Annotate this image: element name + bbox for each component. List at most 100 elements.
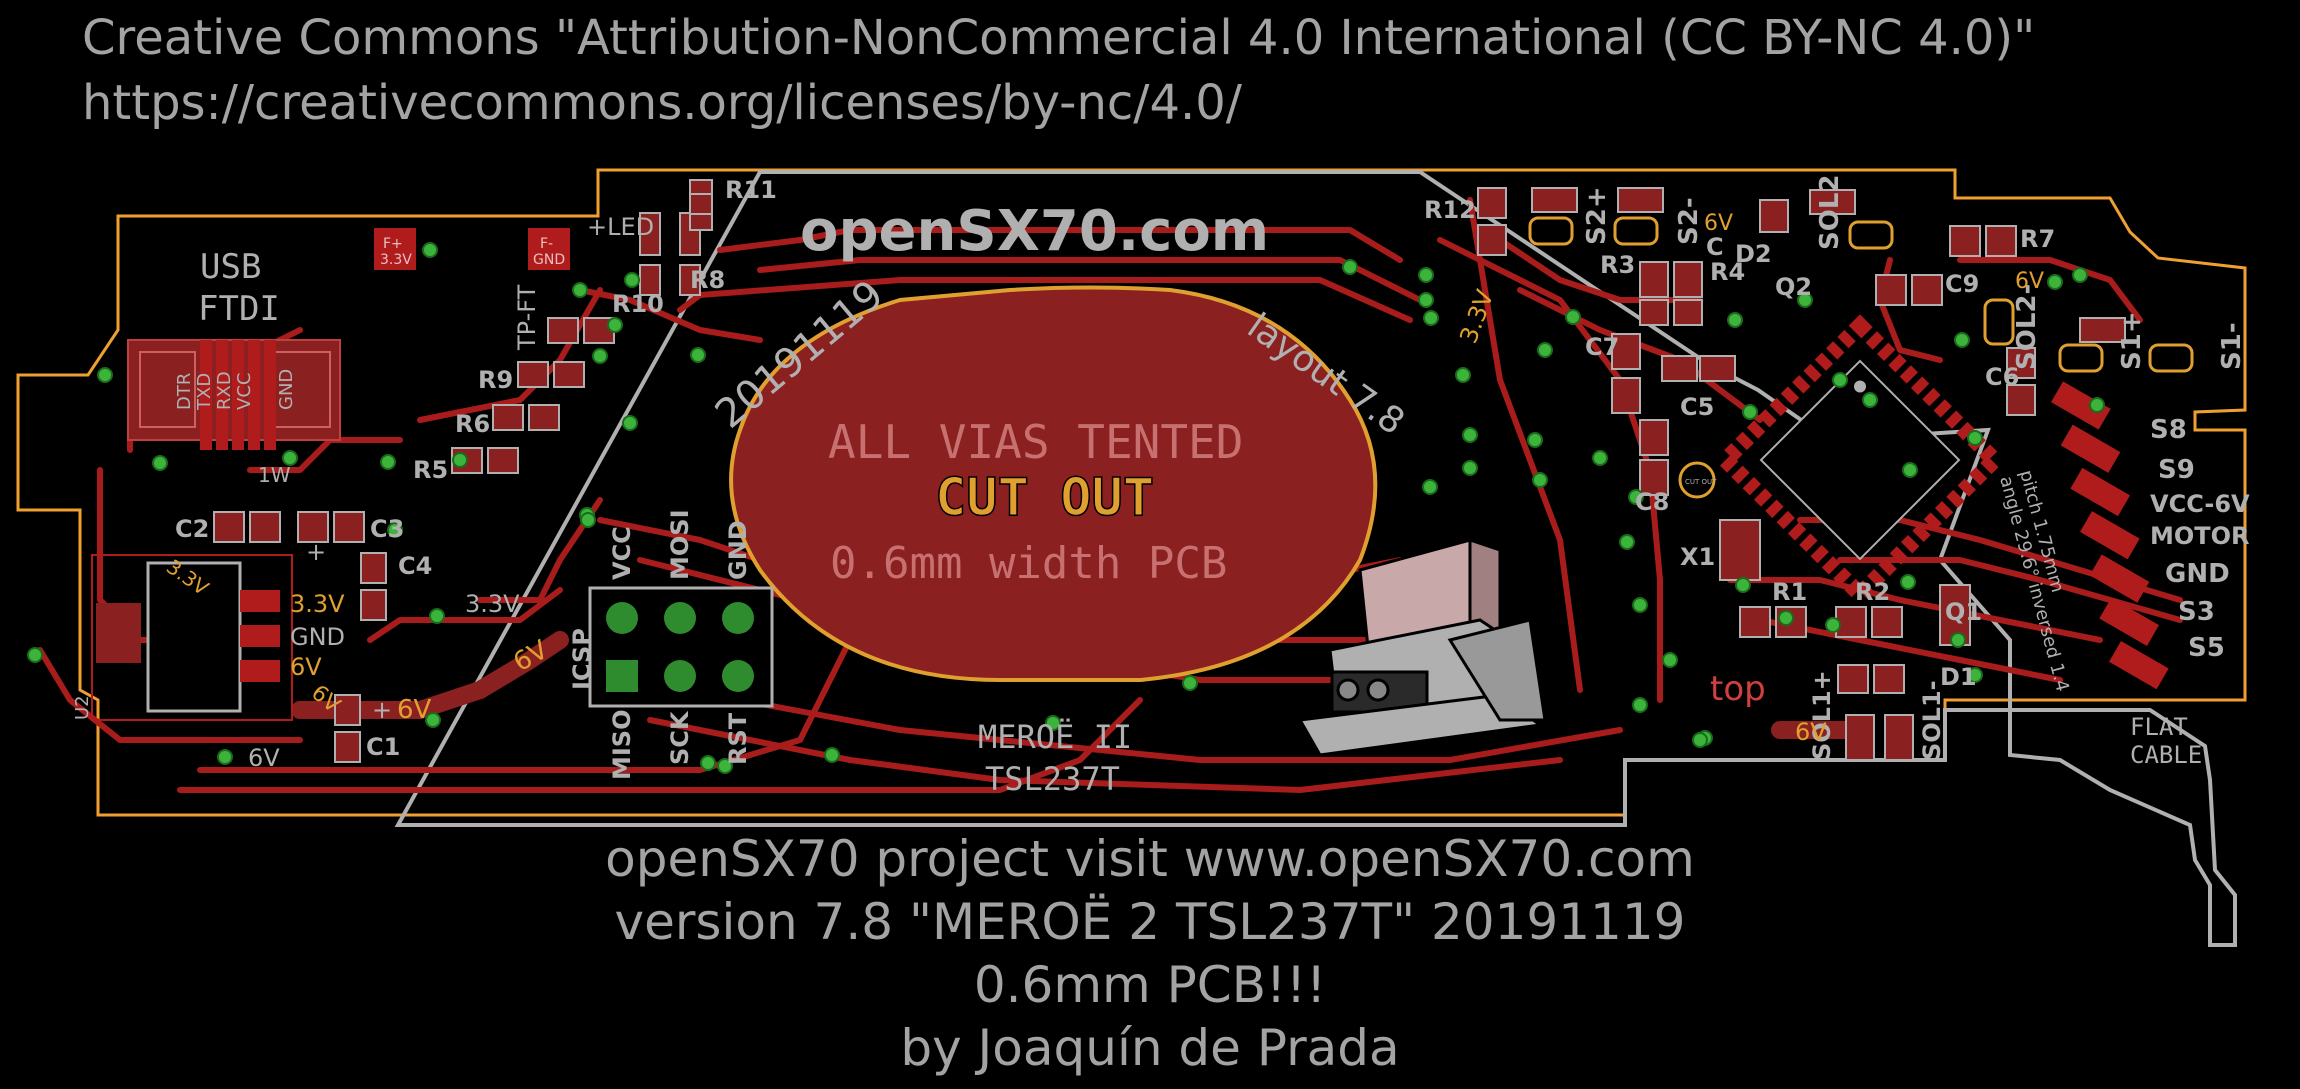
- designator-q1: Q1: [1945, 598, 1982, 626]
- license-url: https://creativecommons.org/licenses/by-…: [82, 75, 1242, 131]
- usb-pin-gnd: GND: [276, 369, 297, 410]
- designator-x1: X1: [1680, 543, 1715, 571]
- regulator-u2: [91, 554, 293, 721]
- designator-r1: R1: [1772, 578, 1807, 606]
- s2-minus-label: S2-: [1674, 197, 1704, 245]
- pad-motor-label: MOTOR: [2150, 522, 2250, 550]
- usb-connector: [127, 339, 341, 450]
- sol1-minus-label: SOL1-: [1918, 680, 1946, 760]
- plus-label-c3: +: [306, 538, 326, 566]
- component-designators: C2 C3 C4 C1 R5 R6 R9 R10 R8 R11 R12 R3 R…: [175, 176, 2055, 761]
- designator-r11: R11: [725, 176, 777, 204]
- s1-plus-label: S1+: [2117, 311, 2147, 370]
- label-3v3-right: 3.3V: [465, 590, 520, 618]
- pad-gnd-right-label: GND: [2165, 559, 2230, 589]
- sol2-label: SOL2: [1815, 175, 1845, 251]
- pad-s8-label: S8: [2150, 415, 2187, 445]
- label-6v-sol: 6V: [1795, 718, 1827, 746]
- usb-pin-labels: DTR TXD RXD VCC GND: [174, 369, 297, 411]
- sol1-plus-label: SOL1+: [1808, 670, 1836, 760]
- cut-out-label: CUT OUT: [935, 468, 1154, 528]
- label-6v-right: 6V: [1704, 211, 1733, 236]
- ic-u2-label: U2: [72, 695, 93, 720]
- designator-r10: R10: [612, 290, 664, 318]
- f-plus-value: 3.3V: [380, 252, 412, 268]
- s1-minus-label: S1-: [2217, 322, 2247, 370]
- designator-r2: R2: [1855, 578, 1890, 606]
- top-label: top: [1710, 669, 1766, 709]
- s2-plus-label: S2+: [1582, 186, 1612, 245]
- designator-d2: D2: [1735, 240, 1772, 268]
- smd-footprints: [213, 179, 2126, 763]
- brand-label: openSX70.com: [800, 199, 1269, 264]
- designator-c4: C4: [398, 552, 432, 580]
- right-connector-pads: [2051, 381, 2169, 690]
- credits-author: by Joaquín de Prada: [900, 1019, 1400, 1077]
- usb-label: USB: [200, 247, 261, 287]
- designator-r12: R12: [1424, 196, 1476, 224]
- designator-r9: R9: [478, 366, 513, 394]
- tp-ft-label: TP-FT: [513, 284, 541, 351]
- ftdi-label: FTDI: [198, 289, 280, 329]
- credits-project: openSX70 project visit www.openSX70.com: [605, 830, 1695, 888]
- icsp-rst: RST: [724, 712, 752, 765]
- designator-c5: C5: [1680, 393, 1714, 421]
- credits-pcb-note: 0.6mm PCB!!!: [973, 956, 1327, 1014]
- icsp-sck: SCK: [666, 710, 694, 765]
- designator-c1: C1: [366, 733, 400, 761]
- designator-r6: R6: [455, 410, 490, 438]
- copper-thick-6v: [291, 631, 1859, 739]
- designator-r5: R5: [413, 456, 448, 484]
- one-w-label: 1W: [258, 463, 291, 487]
- designator-c8: C8: [1635, 488, 1669, 516]
- pad-s3-label: S3: [2178, 597, 2215, 627]
- flat-cable-label-1: FLAT: [2130, 713, 2188, 741]
- icsp-vcc: VCC: [608, 526, 636, 580]
- led-plus-label: +LED: [587, 213, 654, 241]
- flat-cable-label-2: CABLE: [2130, 741, 2202, 769]
- icsp-miso: MISO: [608, 710, 636, 781]
- label-6v-bottom: 6V: [248, 744, 280, 772]
- label-6v-c9: 6V: [2015, 269, 2044, 294]
- vias: [27, 232, 2105, 774]
- icsp-gnd: GND: [724, 520, 752, 580]
- designator-r7: R7: [2020, 225, 2055, 253]
- license-title: Creative Commons "Attribution-NonCommerc…: [82, 10, 2036, 66]
- credits-version: version 7.8 "MEROË 2 TSL237T" 20191119: [614, 893, 1686, 951]
- sol2-minus-label: SOL2-: [2012, 284, 2042, 370]
- designator-r3: R3: [1600, 251, 1635, 279]
- f-minus-label: F-: [540, 236, 553, 252]
- pad-vcc6v-label: VCC-6V: [2150, 490, 2250, 518]
- designator-c: C: [1706, 233, 1724, 261]
- designator-c3: C3: [370, 515, 404, 543]
- designator-d1: D1: [1940, 663, 1977, 691]
- pad-gnd-label: GND: [290, 623, 345, 651]
- small-cut-outs: [1528, 216, 2194, 499]
- pad-s9-label: S9: [2158, 455, 2195, 485]
- small-cutout-text: CUT OUT: [1685, 478, 1717, 486]
- icsp-header: [588, 586, 774, 708]
- usb-pin-dtr: DTR: [174, 373, 195, 410]
- usb-pin-rxd: RXD: [214, 371, 235, 410]
- designator-r4: R4: [1710, 258, 1745, 286]
- usb-pin-txd: TXD: [194, 373, 215, 411]
- plus-label-c1: +: [372, 696, 392, 724]
- pad-s5-label: S5: [2188, 633, 2225, 663]
- designator-c2: C2: [175, 515, 209, 543]
- camera-icon: [1297, 537, 1547, 757]
- f-plus-label: F+: [383, 236, 403, 252]
- label-6v-trace: 6V: [397, 695, 432, 725]
- microcontroller-qfp: [1714, 314, 2006, 606]
- credits-block: openSX70 project visit www.openSX70.com …: [0, 828, 2300, 1080]
- cut-out-area: [729, 285, 1378, 682]
- icsp-mosi: MOSI: [666, 510, 694, 581]
- designator-c9: C9: [1945, 270, 1979, 298]
- width-note-label: 0.6mm width PCB: [830, 538, 1227, 589]
- icsp-label: ICSP: [568, 628, 596, 690]
- board-outline: [16, 168, 2247, 817]
- pad-6v-label: 6V: [290, 653, 322, 681]
- f-minus-value: GND: [533, 252, 565, 268]
- vias-tented-label: ALL VIAS TENTED: [828, 415, 1243, 469]
- designator-c7: C7: [1585, 333, 1619, 361]
